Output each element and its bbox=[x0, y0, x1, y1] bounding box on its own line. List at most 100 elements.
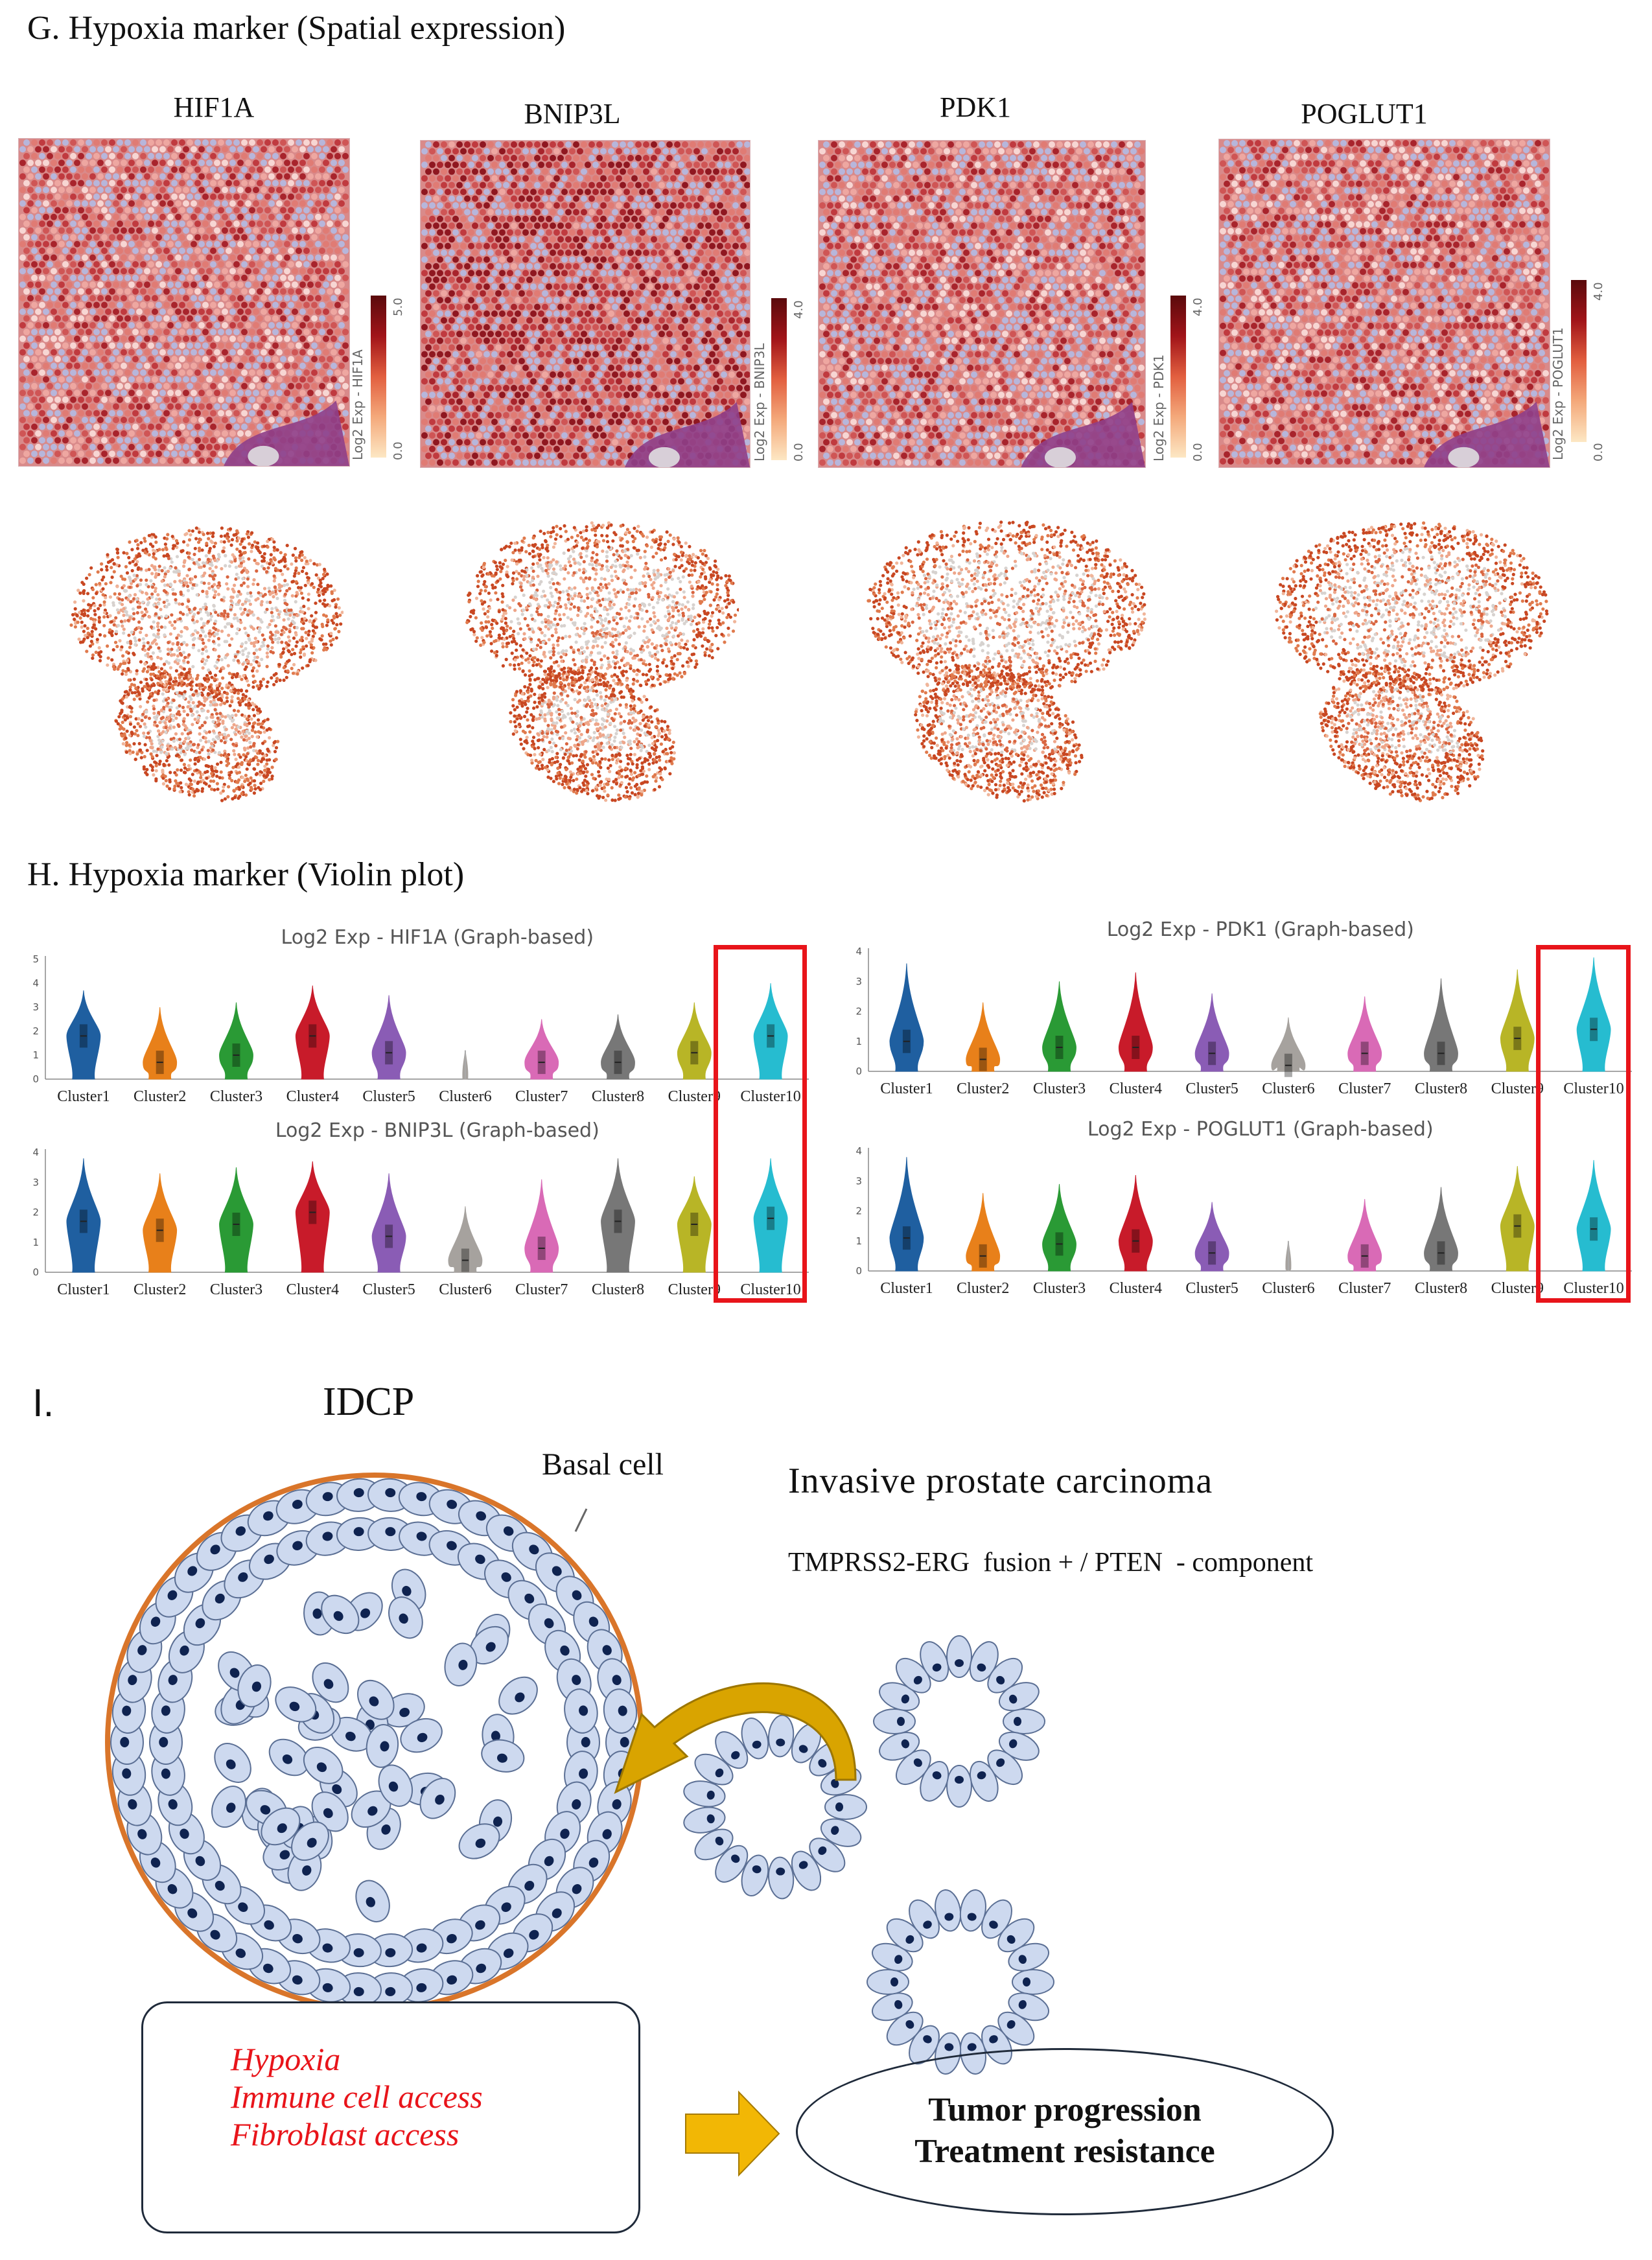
x-tick-label-cluster5: Cluster5 bbox=[1185, 1080, 1238, 1097]
violin-cluster9 bbox=[1500, 1166, 1535, 1272]
x-tick-label-cluster10: Cluster10 bbox=[740, 1088, 800, 1105]
duct-cell bbox=[400, 1718, 443, 1753]
x-tick-label-cluster7: Cluster7 bbox=[1338, 1080, 1391, 1097]
invasive-title: Invasive prostate carcinoma bbox=[788, 1461, 1213, 1501]
violin-cluster5 bbox=[371, 1173, 406, 1273]
violin-title: Log2 Exp - POGLUT1 (Graph-based) bbox=[1088, 1118, 1434, 1141]
x-tick-label-cluster5: Cluster5 bbox=[1185, 1280, 1238, 1297]
y-tick-label: 4 bbox=[855, 1145, 862, 1157]
violin-plot-poglut1: Log2 Exp - POGLUT1 (Graph-based)01234Clu… bbox=[855, 1118, 1632, 1297]
y-tick-label: 2 bbox=[855, 1006, 862, 1018]
colorbar-min-pdk1: 0.0 bbox=[1191, 443, 1205, 461]
duct-cell bbox=[211, 1786, 246, 1828]
y-tick-label: 0 bbox=[855, 1265, 862, 1277]
violin-cluster6 bbox=[1271, 1017, 1306, 1072]
x-tick-label-cluster3: Cluster3 bbox=[1033, 1080, 1086, 1097]
duct-cell bbox=[312, 1662, 349, 1703]
x-tick-label-cluster8: Cluster8 bbox=[592, 1088, 644, 1105]
violin-cluster10 bbox=[753, 983, 788, 1080]
x-tick-label-cluster6: Cluster6 bbox=[439, 1281, 491, 1298]
duct-cell bbox=[321, 1594, 360, 1635]
y-tick-label: 3 bbox=[855, 1175, 862, 1187]
violin-cluster10 bbox=[1576, 957, 1611, 1072]
outcome-tumor-progression: Tumor progression bbox=[928, 2091, 1202, 2128]
migration-arrow bbox=[614, 1682, 857, 1794]
y-tick-label: 4 bbox=[32, 1147, 39, 1158]
violin-cluster5 bbox=[1194, 993, 1229, 1072]
violin-cluster5 bbox=[371, 995, 406, 1080]
x-tick-label-cluster2: Cluster2 bbox=[957, 1080, 1009, 1097]
spatial-map-hif1a bbox=[18, 138, 350, 467]
duct-cell bbox=[469, 1625, 509, 1665]
duct-cell bbox=[366, 1724, 399, 1768]
duct-cell bbox=[481, 1739, 525, 1773]
colorbar-max-pdk1: 4.0 bbox=[1191, 297, 1205, 316]
duct-cell bbox=[458, 1823, 500, 1859]
spatial-map-bnip3l bbox=[420, 140, 750, 468]
spatial-map-poglut1 bbox=[1218, 139, 1550, 468]
duct-cell bbox=[237, 1664, 272, 1708]
y-tick-label: 2 bbox=[855, 1206, 862, 1217]
y-tick-label: 5 bbox=[32, 953, 39, 965]
x-tick-label-cluster3: Cluster3 bbox=[210, 1281, 262, 1298]
x-tick-label-cluster2: Cluster2 bbox=[957, 1280, 1009, 1297]
x-tick-label-cluster1: Cluster1 bbox=[57, 1281, 110, 1298]
gene-title-hif1a: HIF1A bbox=[173, 91, 255, 123]
violin-cluster10 bbox=[1576, 1159, 1611, 1272]
violin-cluster3 bbox=[1042, 981, 1076, 1072]
violin-plot-bnip3l: Log2 Exp - BNIP3L (Graph-based)01234Clus… bbox=[32, 1119, 809, 1298]
violin-cluster2 bbox=[966, 1193, 1001, 1272]
highlight-box-cluster10-right bbox=[1536, 945, 1631, 1303]
embedding-plot-bnip3l bbox=[465, 521, 739, 802]
factor-box bbox=[141, 2001, 640, 2233]
x-tick-label-cluster7: Cluster7 bbox=[515, 1281, 568, 1298]
factor-immune-cell-access: Immune cell access bbox=[231, 2079, 483, 2115]
factor-fibroblast-access: Fibroblast access bbox=[231, 2116, 460, 2152]
violin-cluster1 bbox=[66, 1158, 101, 1273]
colorbar-max-bnip3l: 4.0 bbox=[792, 300, 806, 319]
colorbar-min-hif1a: 0.0 bbox=[391, 441, 405, 460]
violin-cluster7 bbox=[524, 1019, 559, 1080]
embedding-plot-hif1a bbox=[69, 526, 343, 802]
invasive-subtitle: TMPRSS2-ERG fusion + / PTEN - component bbox=[788, 1548, 1314, 1578]
y-tick-label: 3 bbox=[32, 1001, 39, 1013]
y-tick-label: 1 bbox=[32, 1049, 39, 1061]
x-tick-label-cluster10: Cluster10 bbox=[1563, 1280, 1623, 1297]
duct-cell bbox=[419, 1778, 456, 1819]
violin-cluster7 bbox=[524, 1179, 559, 1273]
violin-title: Log2 Exp - BNIP3L (Graph-based) bbox=[275, 1119, 599, 1142]
gene-title-bnip3l: BNIP3L bbox=[524, 98, 621, 130]
invasive-gland-3 bbox=[867, 1889, 1054, 2075]
colorbar-hif1a bbox=[371, 296, 386, 458]
violin-cluster2 bbox=[143, 1173, 178, 1273]
basal-cell-pointer bbox=[574, 1508, 588, 1532]
violin-cluster3 bbox=[1042, 1183, 1076, 1272]
violin-cluster9 bbox=[1500, 969, 1535, 1072]
violin-cluster1 bbox=[66, 990, 101, 1080]
violin-cluster3 bbox=[219, 1167, 253, 1273]
violin-cluster1 bbox=[889, 963, 924, 1072]
x-tick-label-cluster4: Cluster4 bbox=[286, 1088, 339, 1105]
violin-cluster8 bbox=[601, 1014, 635, 1080]
idcp-schematic bbox=[105, 1473, 1054, 2177]
idcp-title: IDCP bbox=[323, 1380, 415, 1424]
x-tick-label-cluster8: Cluster8 bbox=[1415, 1080, 1467, 1097]
y-tick-label: 1 bbox=[32, 1237, 39, 1248]
violin-cluster8 bbox=[1424, 1187, 1458, 1272]
violin-cluster1 bbox=[889, 1157, 924, 1272]
factor-hypoxia: Hypoxia bbox=[231, 2041, 341, 2077]
colorbar-max-hif1a: 5.0 bbox=[391, 297, 405, 316]
y-tick-label: 3 bbox=[855, 975, 862, 987]
outcome-treatment-resistance: Treatment resistance bbox=[914, 2133, 1215, 2170]
panel-h-label: H. bbox=[27, 856, 60, 893]
y-tick-label: 0 bbox=[32, 1266, 39, 1278]
embedding-plot-pdk1 bbox=[867, 520, 1146, 803]
x-tick-label-cluster10: Cluster10 bbox=[1563, 1080, 1623, 1097]
duct-cell bbox=[261, 1807, 301, 1846]
x-tick-label-cluster8: Cluster8 bbox=[1415, 1280, 1467, 1297]
duct-cell bbox=[357, 1679, 395, 1720]
outcome-arrow-icon bbox=[685, 2090, 780, 2177]
colorbar-poglut1 bbox=[1571, 280, 1587, 442]
y-tick-label: 3 bbox=[32, 1176, 39, 1188]
colorbar-label-bnip3l: Log2 Exp - BNIP3L bbox=[752, 343, 767, 461]
